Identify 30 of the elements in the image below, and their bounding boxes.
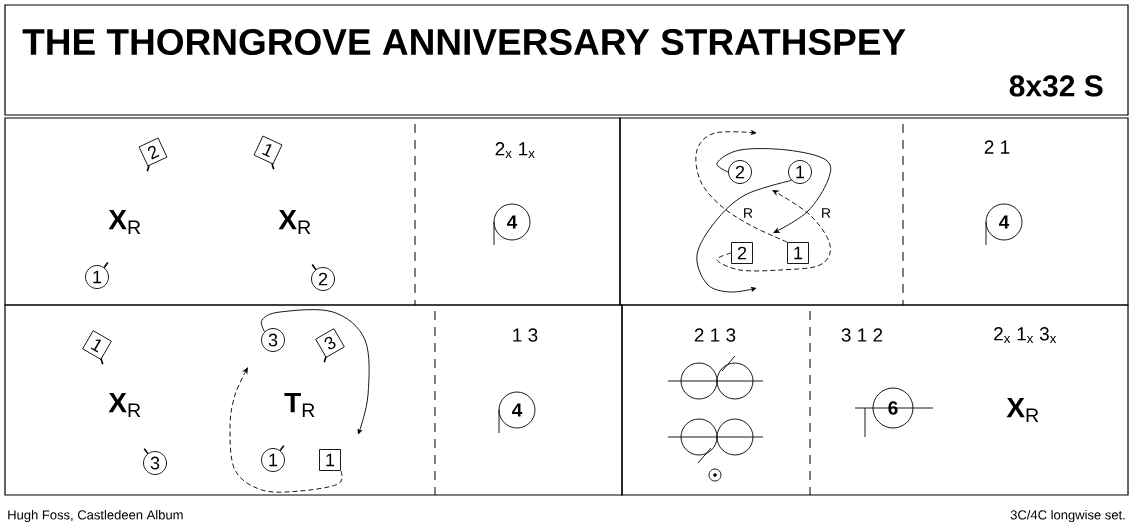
- arrow: [229, 367, 343, 493]
- shoulder-label: R: [819, 207, 833, 219]
- formation-label: X$_{R}$: [108, 209, 141, 235]
- position-numbers: 2$_{x}$ 1$_{x}$: [495, 142, 535, 158]
- shoulder-label: R: [741, 207, 755, 219]
- position-numbers: 1 3: [513, 328, 538, 342]
- formation-label: X$_{R}$: [108, 392, 141, 418]
- position-numbers: 2 1 3: [694, 328, 736, 342]
- arrow: [696, 180, 792, 293]
- formation-label: X$_{R}$: [1006, 397, 1039, 423]
- credit-text: Hugh Foss, Castledeen Album: [8, 509, 183, 523]
- arrow: [716, 148, 832, 233]
- position-numbers: 2 1: [984, 140, 1010, 154]
- formation-label: T$_{R}$: [284, 392, 315, 418]
- dancer-square: 1: [319, 449, 341, 471]
- dancer-square: 2: [731, 242, 753, 264]
- arrow: [716, 190, 831, 272]
- dancer-square: 1: [253, 135, 283, 170]
- dancer-square: 2: [138, 137, 168, 172]
- title: THE THORNGROVE ANNIVERSARY STRATHSPEY: [22, 28, 906, 56]
- set-note: 3C/4C longwise set.: [1010, 509, 1125, 523]
- dancer-square: 1: [787, 242, 809, 264]
- arrow: [260, 309, 370, 435]
- subtitle: 8x32 S: [1009, 75, 1103, 97]
- position-numbers: 2$_{x}$ 1$_{x}$ 3$_{x}$: [994, 327, 1057, 343]
- dancer-square: 3: [315, 328, 345, 363]
- dancer-square: 1: [82, 330, 112, 365]
- position-numbers: 3 1 2: [841, 328, 883, 342]
- arrow: [695, 130, 788, 243]
- formation-label: X$_{R}$: [278, 209, 311, 235]
